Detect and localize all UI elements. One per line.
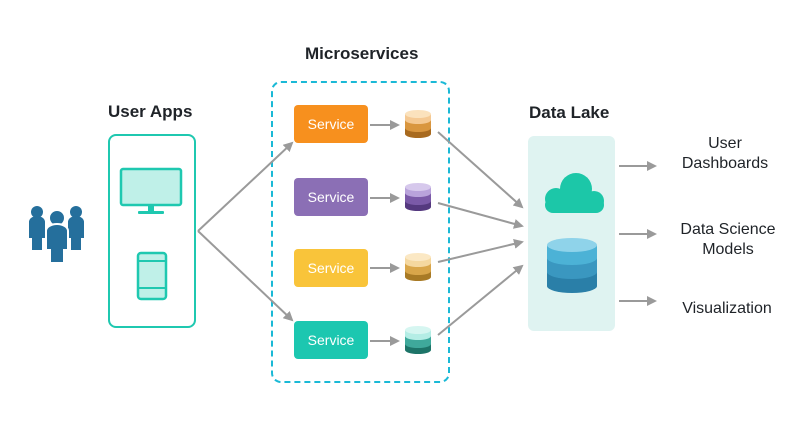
- output-data-science-line2: Models: [702, 241, 754, 258]
- microservices-heading: Microservices: [305, 44, 419, 63]
- database-icon: [547, 238, 597, 293]
- output-user-dashboards-line2: Dashboards: [681, 155, 769, 172]
- database-icon-service-4: [405, 326, 431, 354]
- output-visualization: Visualization: [682, 300, 772, 317]
- lake-output-arrows: [619, 161, 657, 306]
- user-apps-heading: User Apps: [108, 102, 193, 121]
- app-to-service-arrows: [197, 141, 294, 322]
- database-icon-service-2: [405, 183, 431, 211]
- service-box-2[interactable]: Service: [294, 178, 368, 216]
- mobile-phone-icon: [136, 251, 168, 301]
- service-box-1[interactable]: Service: [294, 105, 368, 143]
- microservices-panel: [271, 81, 450, 383]
- output-user-dashboards: User Dashboards: [660, 134, 790, 174]
- service-box-3[interactable]: Service: [294, 249, 368, 287]
- data-lake-heading: Data Lake: [529, 103, 610, 122]
- database-icon-service-3: [405, 253, 431, 281]
- service-box-4[interactable]: Service: [294, 321, 368, 359]
- service-to-db-arrows: [370, 120, 400, 346]
- desktop-monitor-icon: [119, 167, 183, 214]
- data-lake-panel: [528, 136, 615, 331]
- output-user-dashboards-line1: User: [708, 135, 742, 152]
- db-to-lake-arrows: [437, 131, 524, 336]
- database-icon-service-1: [405, 110, 431, 138]
- cloud-icon: [545, 173, 604, 213]
- output-data-science-line1: Data Science: [680, 221, 776, 238]
- user-apps-panel: [108, 134, 196, 328]
- users-group-icon: [29, 206, 84, 264]
- output-data-science-models: Data Science Models: [660, 220, 796, 260]
